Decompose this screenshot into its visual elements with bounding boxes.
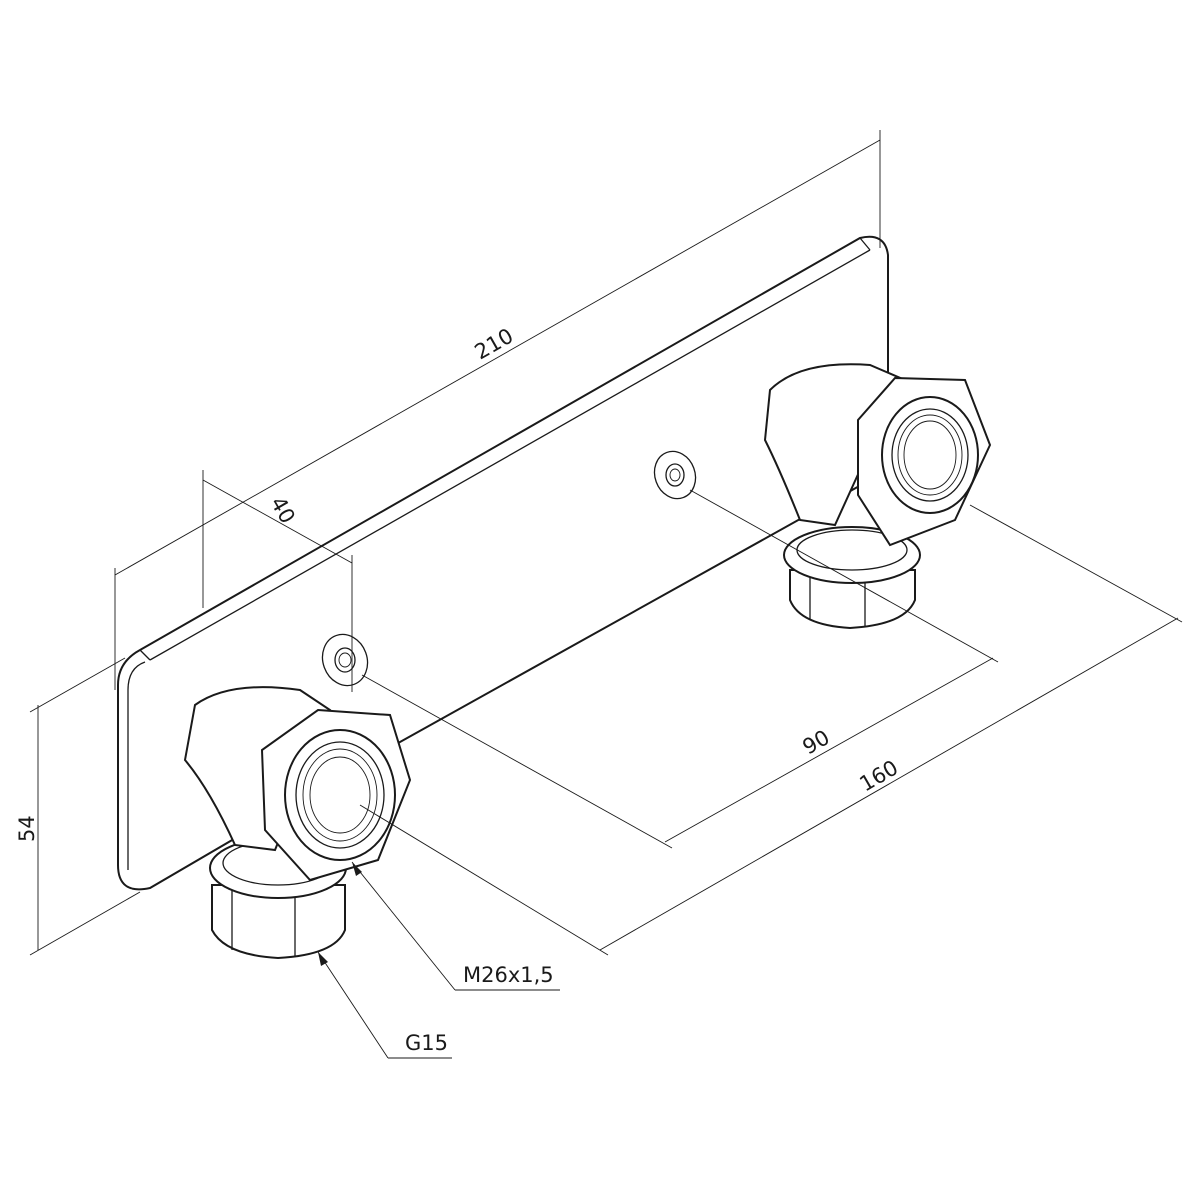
mounting-hole-right [653, 450, 697, 500]
callout-label-connection: G15 [405, 1031, 448, 1055]
elbow-fitting-right [763, 363, 992, 630]
mounting-hole-left [321, 633, 369, 687]
dimension-label-54: 54 [15, 815, 39, 842]
dimension-54: 54 [15, 657, 141, 956]
dimension-label-40: 40 [266, 493, 300, 528]
callout-label-thread: M26x1,5 [463, 963, 554, 987]
callout-thread: M26x1,5 [351, 861, 560, 991]
callout-connection: G15 [317, 951, 452, 1059]
elbow-fitting-left [183, 686, 412, 960]
dimension-label-90: 90 [799, 725, 834, 759]
dimension-label-210: 210 [471, 324, 518, 365]
